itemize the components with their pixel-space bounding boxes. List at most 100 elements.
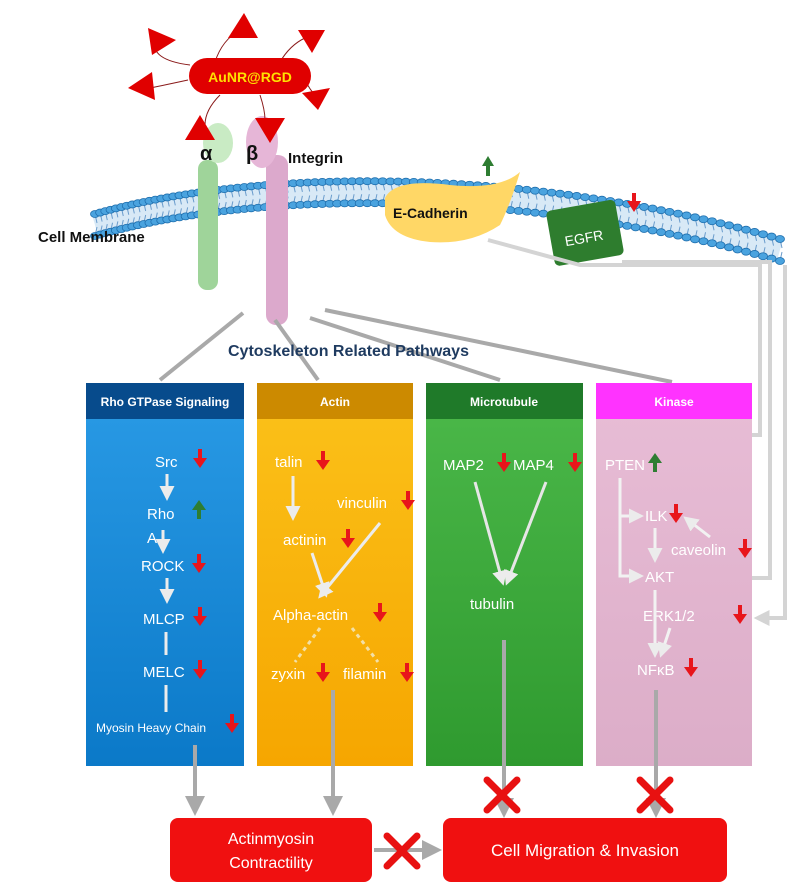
cell-membrane-label: Cell Membrane xyxy=(38,229,145,246)
panel-microtubule-header xyxy=(426,383,583,419)
nanoparticle-label: AuNR@RGD xyxy=(208,69,292,85)
node-rock: ROCK xyxy=(141,558,184,575)
lipid-head xyxy=(571,192,582,200)
lipid-head xyxy=(538,187,549,196)
lipid-head xyxy=(664,207,675,216)
ecadherin-label: E-Cadherin xyxy=(393,205,468,221)
lipid-head xyxy=(758,252,768,261)
mlcp-down-arrow-icon xyxy=(193,607,207,626)
rho-arrows xyxy=(155,474,175,712)
integrin-beta-label: β xyxy=(246,143,258,165)
node-filamin: filamin xyxy=(343,666,386,683)
node-tubulin: tubulin xyxy=(470,596,514,613)
lipid-head xyxy=(707,239,717,248)
rgd-triangle-icon xyxy=(228,13,258,38)
node-caveolin: caveolin xyxy=(671,542,726,559)
filamin-down-arrow-icon xyxy=(400,663,414,682)
node-map2: MAP2 xyxy=(443,457,484,474)
lipid-head xyxy=(690,235,700,244)
rgd-triangle-icon xyxy=(298,30,325,53)
panel-actin-title: Actin xyxy=(320,395,350,409)
actin-arrows xyxy=(285,476,382,599)
lipid-head xyxy=(673,209,683,218)
lipid-head xyxy=(732,223,743,232)
panel-rho xyxy=(86,383,244,766)
outcome-migration-box xyxy=(443,818,727,882)
lipid-head xyxy=(647,204,658,213)
integrin-beta-stalk xyxy=(266,155,288,325)
lipid-head xyxy=(580,193,590,202)
lipid-head xyxy=(513,207,524,215)
integrin-label: Integrin xyxy=(288,150,343,167)
rgd-triangle-icon xyxy=(255,118,285,143)
lipid-head xyxy=(775,235,785,243)
lipid-head xyxy=(639,225,649,233)
node-ilk: ILK xyxy=(645,508,668,525)
lipid-head xyxy=(588,194,599,203)
ilk-down-arrow-icon xyxy=(669,504,683,523)
lipid-head xyxy=(656,206,666,215)
pten-up-arrow-icon xyxy=(648,453,662,472)
outcome-migration-label: Cell Migration & Invasion xyxy=(491,841,679,860)
lipid-head xyxy=(698,237,709,246)
panel-rho-header xyxy=(86,383,244,419)
ecadherin-up-arrow-icon xyxy=(482,156,494,176)
lipid-head xyxy=(630,223,641,232)
regulation-arrows xyxy=(192,449,752,733)
node-zyxin: zyxin xyxy=(271,666,305,683)
egfr-receptor xyxy=(546,199,624,266)
node-src: Src xyxy=(155,454,178,471)
lipid-head xyxy=(741,225,751,234)
lipid-head xyxy=(715,241,726,250)
outcome-contractility-line1: Actinmyosin xyxy=(228,831,314,848)
integrin-alpha-stalk xyxy=(198,160,218,290)
panel-kinase-title: Kinase xyxy=(654,395,694,409)
lipid-head xyxy=(715,219,726,228)
myosin-down-arrow-icon xyxy=(225,714,239,733)
node-rho-a-line2: A xyxy=(147,530,157,547)
ecadherin-shape xyxy=(385,172,520,243)
outcome-connectors xyxy=(185,640,666,860)
node-myosin-heavy-chain: Myosin Heavy Chain xyxy=(96,721,206,735)
node-alpha-actin: Alpha-actin xyxy=(273,607,348,624)
integrin-alpha-label: α xyxy=(200,143,213,165)
lipid-head xyxy=(546,188,557,197)
outcome-contractility-box xyxy=(170,818,372,882)
erk-down-arrow-icon xyxy=(733,605,747,624)
melc-down-arrow-icon xyxy=(193,660,207,679)
pathways-title: Cytoskeleton Related Pathways xyxy=(228,343,469,360)
nfkb-down-arrow-icon xyxy=(684,658,698,677)
lipid-head xyxy=(775,257,785,265)
panel-kinase-header xyxy=(596,383,752,419)
actinin-down-arrow-icon xyxy=(341,529,355,548)
lipid-head xyxy=(521,185,532,194)
map2-down-arrow-icon xyxy=(497,453,511,472)
lipid-head xyxy=(749,250,760,258)
egfr-down-arrow-icon xyxy=(627,193,641,212)
lipid-head xyxy=(563,190,574,199)
node-pten: PTEN xyxy=(605,457,645,474)
rgd-triangle-icon xyxy=(302,88,330,110)
alpha-actin-down-arrow-icon xyxy=(373,603,387,622)
lipid-head xyxy=(749,228,760,236)
node-vinculin: vinculin xyxy=(337,495,387,512)
rho-up-arrow-icon xyxy=(192,500,206,519)
panel-actin-header xyxy=(257,383,413,419)
aunr-rod xyxy=(189,58,311,94)
lipid-head xyxy=(741,247,751,256)
lipid-head xyxy=(690,213,700,222)
node-erk: ERK1/2 xyxy=(643,608,695,625)
panel-microtubule-title: Microtubule xyxy=(470,395,538,409)
outcome-contractility-line2: Contractility xyxy=(229,855,313,872)
node-akt: AKT xyxy=(645,569,674,586)
node-nfkb: NFκB xyxy=(637,662,675,679)
lipid-head xyxy=(521,207,532,216)
lipid-head xyxy=(724,221,734,230)
caveolin-down-arrow-icon xyxy=(738,539,752,558)
lipid-head xyxy=(656,228,666,237)
actin-dotted-links xyxy=(293,627,380,663)
lipid-head xyxy=(681,233,692,242)
lipid-head xyxy=(673,231,683,240)
block-cross-icons xyxy=(383,776,674,870)
